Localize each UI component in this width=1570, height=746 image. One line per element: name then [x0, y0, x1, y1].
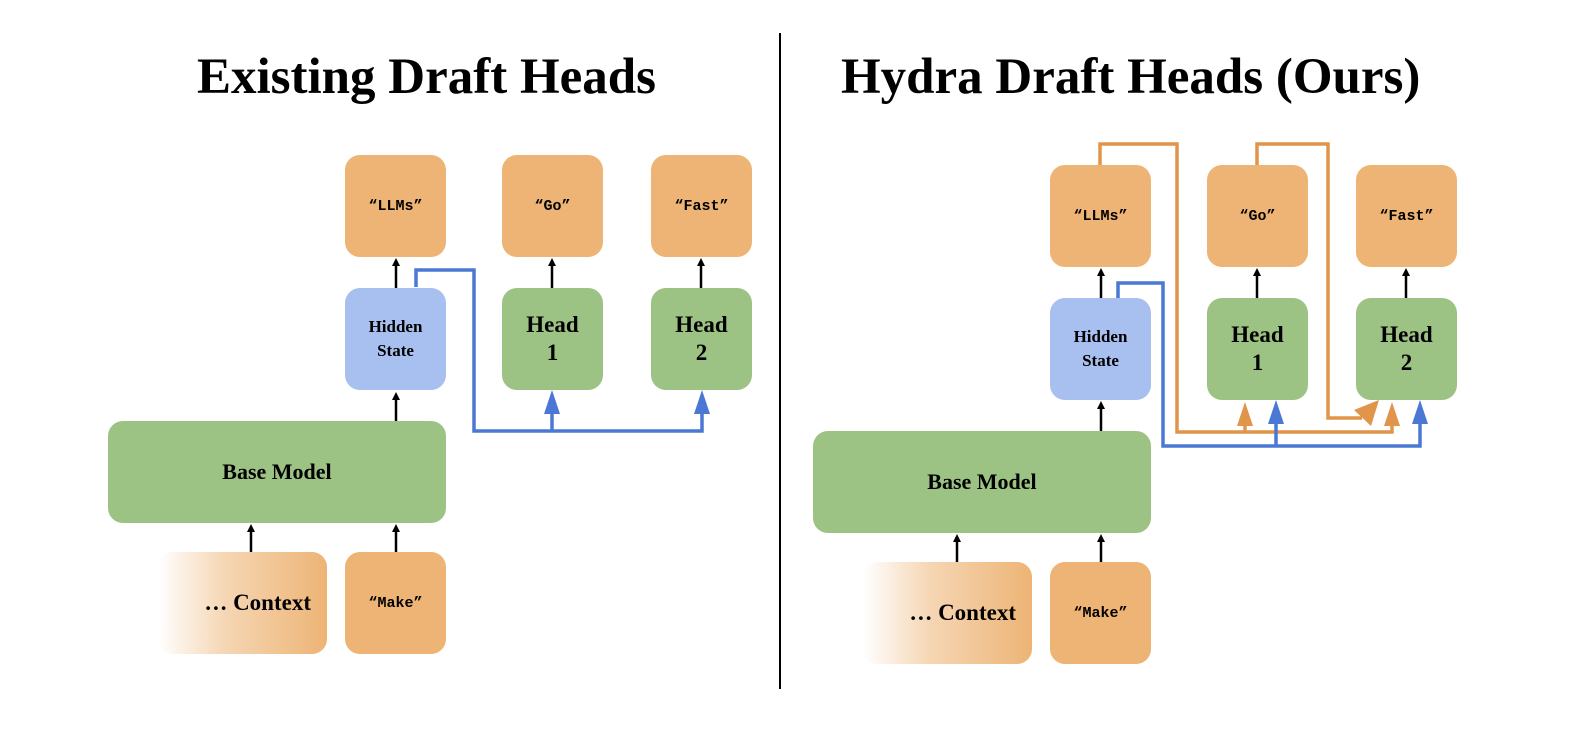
right-token-make: “Make” [1050, 562, 1151, 664]
right-token-go: “Go” [1207, 165, 1308, 267]
left-context-label: … Context [204, 590, 311, 615]
left-token-llms-label: “LLMs” [368, 197, 423, 215]
left-context: … Context [158, 552, 327, 654]
left-head2-input-arrow [694, 390, 710, 414]
left-head-2-label-2: 2 [695, 340, 708, 365]
right-token-llms-label: “LLMs” [1073, 207, 1128, 225]
right-token-fast: “Fast” [1356, 165, 1457, 267]
right-llms-token-connector [1098, 142, 1394, 434]
right-hidden-state: Hidden State [1050, 298, 1151, 400]
right-head2-token-arrow-a [1354, 400, 1379, 426]
right-token-llms: “LLMs” [1050, 165, 1151, 267]
right-head-1-label-2: 1 [1251, 350, 1264, 375]
right-token-fast-label: “Fast” [1379, 207, 1434, 225]
left-token-go: “Go” [502, 155, 603, 257]
right-hidden-connector [1116, 281, 1422, 448]
left-base-model-label: Base Model [222, 459, 332, 484]
left-token-llms: “LLMs” [345, 155, 446, 257]
left-head1-input-arrow [544, 390, 560, 414]
right-head2-input-arrow [1412, 400, 1428, 424]
right-token-go-label: “Go” [1239, 207, 1276, 225]
left-head-2-label-1: Head [675, 312, 728, 337]
right-token-make-label: “Make” [1073, 604, 1128, 622]
right-base-model: Base Model [813, 431, 1151, 533]
left-hidden-state: Hidden State [345, 288, 446, 390]
right-head1-token-arrow [1237, 402, 1253, 426]
right-head-2-label-1: Head [1380, 322, 1433, 347]
left-head-1-label-2: 1 [546, 340, 559, 365]
left-hidden-state-label-1: Hidden [368, 317, 423, 336]
left-head-2: Head 2 [651, 288, 752, 390]
left-panel-title: Existing Draft Heads [197, 49, 656, 105]
right-context: … Context [863, 562, 1032, 664]
right-head1-input-arrow [1268, 400, 1284, 424]
right-context-label: … Context [909, 600, 1016, 625]
left-hidden-connector [414, 268, 704, 433]
right-hidden-state-label-1: Hidden [1073, 327, 1128, 346]
left-token-go-label: “Go” [534, 197, 571, 215]
left-token-fast: “Fast” [651, 155, 752, 257]
left-hidden-state-label-2: State [377, 341, 414, 360]
left-token-fast-label: “Fast” [674, 197, 729, 215]
right-hidden-state-label-2: State [1082, 351, 1119, 370]
panel-divider [779, 33, 781, 689]
left-token-make-label: “Make” [368, 594, 423, 612]
left-head-1: Head 1 [502, 288, 603, 390]
right-go-token-connector [1255, 142, 1362, 420]
right-head-2-label-2: 2 [1400, 350, 1413, 375]
right-base-model-label: Base Model [927, 469, 1037, 494]
right-panel-title: Hydra Draft Heads (Ours) [841, 49, 1421, 105]
right-head-1: Head 1 [1207, 298, 1308, 400]
left-head-1-label-1: Head [526, 312, 579, 337]
left-base-model: Base Model [108, 421, 446, 523]
right-head2-token-arrow-b [1384, 402, 1400, 426]
right-head-1-label-1: Head [1231, 322, 1284, 347]
right-head-2: Head 2 [1356, 298, 1457, 400]
left-token-make: “Make” [345, 552, 446, 654]
